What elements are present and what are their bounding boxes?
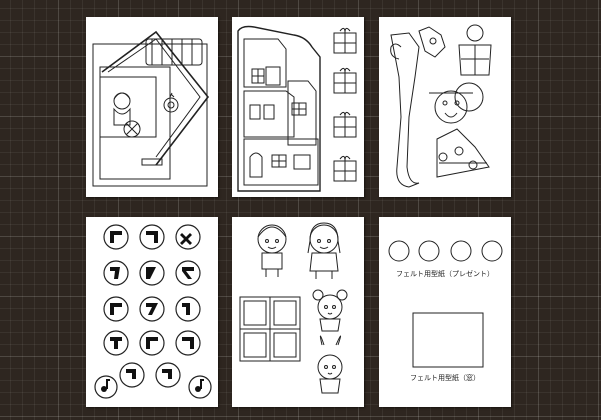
window-template-caption: フェルト用型紙（窓） xyxy=(410,374,480,382)
santa-set-illustration xyxy=(379,17,511,197)
letter-circles-illustration xyxy=(86,217,218,407)
sheet-house-long xyxy=(232,17,364,197)
present-template-circle xyxy=(389,241,409,261)
sheet-letters xyxy=(86,217,218,407)
sheet-kids-animals xyxy=(232,217,364,407)
present-template-caption: フェルト用型紙（プレゼント） xyxy=(396,270,494,278)
present-template-circle xyxy=(482,241,502,261)
sheet-house-front xyxy=(86,17,218,197)
present-template-circle xyxy=(419,241,439,261)
sheet-santa-set xyxy=(379,17,511,197)
kids-animals-illustration xyxy=(232,217,364,407)
sheet-felt-templates: フェルト用型紙（プレゼント） フェルト用型紙（窓） xyxy=(379,217,511,407)
present-template-circle xyxy=(451,241,471,261)
window-template-rect xyxy=(413,313,483,367)
house-long-illustration xyxy=(232,17,364,197)
felt-templates-illustration xyxy=(379,217,511,407)
house-front-illustration xyxy=(86,17,218,197)
